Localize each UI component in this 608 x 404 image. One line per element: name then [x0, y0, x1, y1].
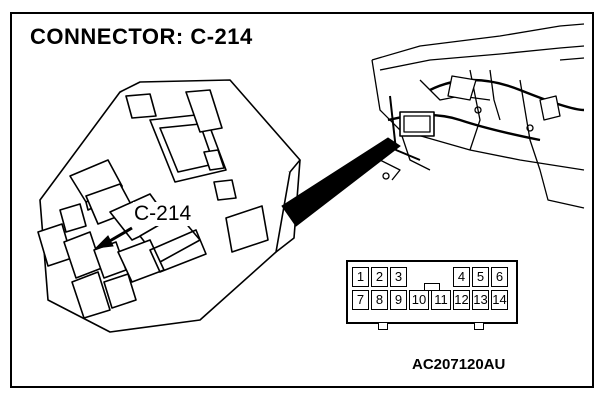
pin-row-top: 1 2 3 4 5 6 [352, 267, 510, 287]
pin-cell: 1 [352, 267, 369, 287]
dashboard-wiring-illustration [371, 23, 585, 209]
connector-callout-label: C-214 [133, 202, 193, 226]
pin-cell: 7 [352, 290, 369, 310]
pin-cell: 13 [472, 290, 489, 310]
pin-cell: 10 [409, 290, 429, 310]
pin-cell: 6 [491, 267, 508, 287]
pin-row-bottom: 7 8 9 10 11 12 13 14 [352, 290, 510, 310]
callout-arrow [94, 226, 133, 249]
pin-cell: 5 [472, 267, 489, 287]
pin-cell: 11 [431, 290, 451, 310]
pin-cell: 2 [371, 267, 388, 287]
connector-latch-tab [378, 323, 388, 330]
pin-cell: 9 [390, 290, 407, 310]
connector-pin-diagram: 1 2 3 4 5 6 7 8 9 10 11 12 13 14 [346, 260, 518, 330]
connector-latch-tab [474, 323, 484, 330]
pin-cell: 12 [453, 290, 470, 310]
diagram-title: CONNECTOR: C-214 [30, 24, 253, 49]
junction-block-illustration [37, 79, 301, 333]
pin-cell-empty [409, 267, 429, 287]
pin-cell: 3 [390, 267, 407, 287]
pin-cell-empty [431, 267, 451, 287]
pin-cell: 8 [371, 290, 388, 310]
location-pointer [281, 137, 401, 227]
pin-cell: 14 [491, 290, 508, 310]
pin-cell: 4 [453, 267, 470, 287]
figure-id-label: AC207120AU [412, 356, 506, 373]
